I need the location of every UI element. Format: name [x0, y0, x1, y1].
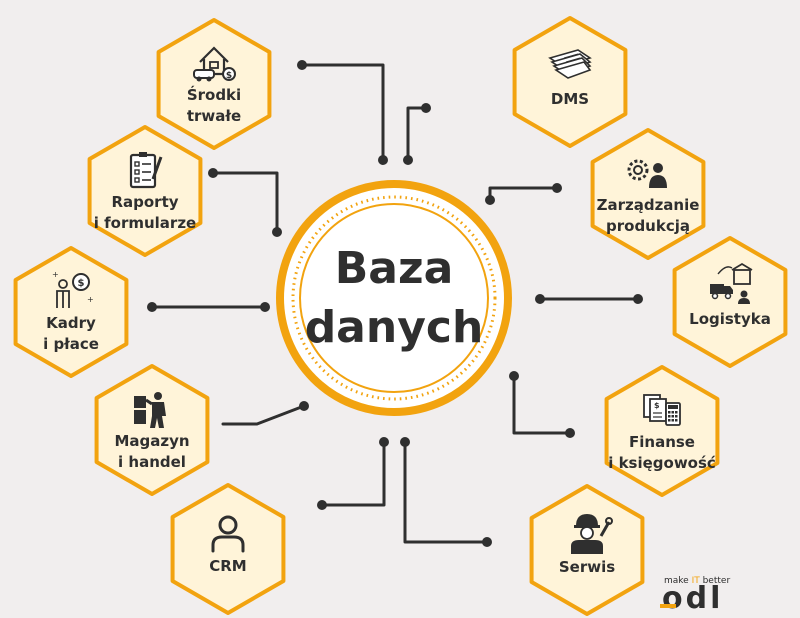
module-hex-shape	[94, 364, 210, 496]
person-coin-icon: $++	[52, 270, 94, 308]
module-hex-shape	[604, 365, 720, 497]
module-label-finanse-1: Finanse	[629, 433, 695, 451]
module-hex-shape	[170, 483, 286, 615]
module-hex-magazyn: Magazyn i handel	[94, 364, 210, 496]
center-title-line2: danych	[305, 302, 484, 353]
connector-dms	[406, 106, 428, 162]
gear-person-icon	[627, 159, 667, 188]
module-hex-shape	[13, 246, 129, 378]
module-hex-shape	[512, 16, 628, 148]
svg-text:$: $	[78, 278, 85, 289]
clipboard-checklist-icon	[129, 152, 163, 189]
calculator-receipts-icon: $	[643, 394, 681, 426]
module-label-serwis-1: Serwis	[559, 558, 615, 576]
svg-text:+: +	[87, 295, 94, 304]
module-label-kadry-2: i płace	[43, 335, 99, 353]
module-label-produkcja-1: Zarządzanie	[597, 196, 700, 214]
svg-text:$: $	[654, 401, 660, 410]
module-hex-raporty: Raporty i formularze	[87, 125, 203, 257]
brand-logo: make IT better odl	[660, 576, 730, 616]
module-label-kadry-1: Kadry	[46, 314, 96, 332]
technician-wrench-icon	[571, 514, 613, 554]
brand-tagline: make IT better	[664, 576, 730, 586]
connector-produkcja	[488, 186, 559, 202]
center-title-line1: Baza	[335, 243, 454, 294]
module-hex-serwis: Serwis	[529, 484, 645, 616]
module-hex-shape	[672, 236, 788, 368]
connector-endpoints	[147, 60, 643, 547]
module-hex-finanse: $ Finanse i księgowość	[604, 365, 720, 497]
module-label-logistyka-1: Logistyka	[689, 310, 771, 328]
svg-text:+: +	[52, 270, 59, 279]
module-label-crm-1: CRM	[209, 557, 247, 575]
documents-stack-icon	[548, 49, 592, 79]
module-hex-logistyka: Logistyka	[672, 236, 788, 368]
connector-raporty	[211, 171, 279, 234]
database-hub: Baza danych	[276, 180, 512, 416]
connector-lines	[150, 63, 640, 544]
module-hex-srodki: $ Środki trwałe	[156, 18, 272, 150]
user-icon	[211, 515, 245, 553]
module-label-raporty-2: i formularze	[94, 214, 196, 232]
worker-boxes-icon	[134, 392, 166, 428]
connector-crm	[320, 440, 386, 507]
connector-finanse	[512, 374, 572, 435]
truck-warehouse-icon	[710, 262, 753, 304]
module-label-raporty-1: Raporty	[111, 193, 178, 211]
module-hex-produkcja: Zarządzanie produkcją	[590, 128, 706, 260]
module-label-srodki-1: Środki	[187, 85, 241, 104]
brand-wordmark: odl	[662, 581, 723, 616]
module-hex-crm: CRM	[170, 483, 286, 615]
module-label-dms-1: DMS	[551, 90, 589, 108]
connector-srodki	[300, 63, 385, 162]
module-hex-shape	[87, 125, 203, 257]
svg-text:$: $	[226, 71, 232, 81]
module-label-finanse-2: i księgowość	[608, 454, 716, 472]
module-label-srodki-2: trwałe	[187, 107, 241, 125]
module-label-produkcja-2: produkcją	[606, 217, 690, 235]
connector-serwis	[403, 440, 489, 544]
module-hex-dms: DMS	[512, 16, 628, 148]
module-label-magazyn-1: Magazyn	[114, 432, 189, 450]
connector-magazyn	[221, 404, 306, 426]
module-hex-shape	[156, 18, 272, 150]
module-hex-shape	[590, 128, 706, 260]
module-label-magazyn-2: i handel	[118, 453, 186, 471]
house-car-icon: $	[193, 46, 236, 82]
